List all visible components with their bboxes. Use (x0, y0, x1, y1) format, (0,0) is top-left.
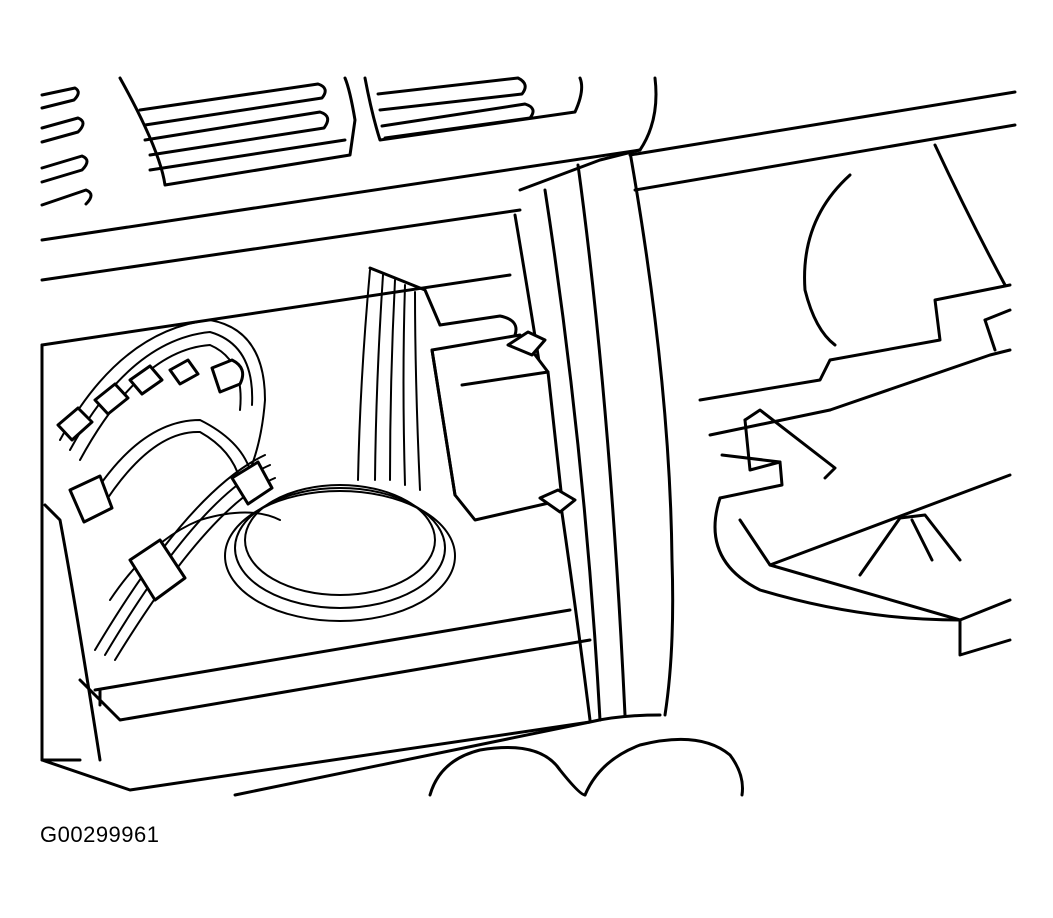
upper-right-housing (803, 143, 1007, 347)
vent-frame-center (118, 76, 357, 187)
figure-id-label: G00299961 (40, 822, 160, 847)
vent-frame-right (363, 76, 584, 142)
wire-connectors (56, 358, 274, 602)
electronic-module (430, 314, 577, 522)
dash-upper-panel (40, 76, 1017, 347)
glovebox-opening (40, 343, 662, 797)
bottom-console-shapes (428, 737, 744, 797)
right-side-bracket (698, 283, 1012, 657)
wire-bundle-vertical (357, 266, 442, 491)
vent-louvers-left (40, 86, 93, 207)
